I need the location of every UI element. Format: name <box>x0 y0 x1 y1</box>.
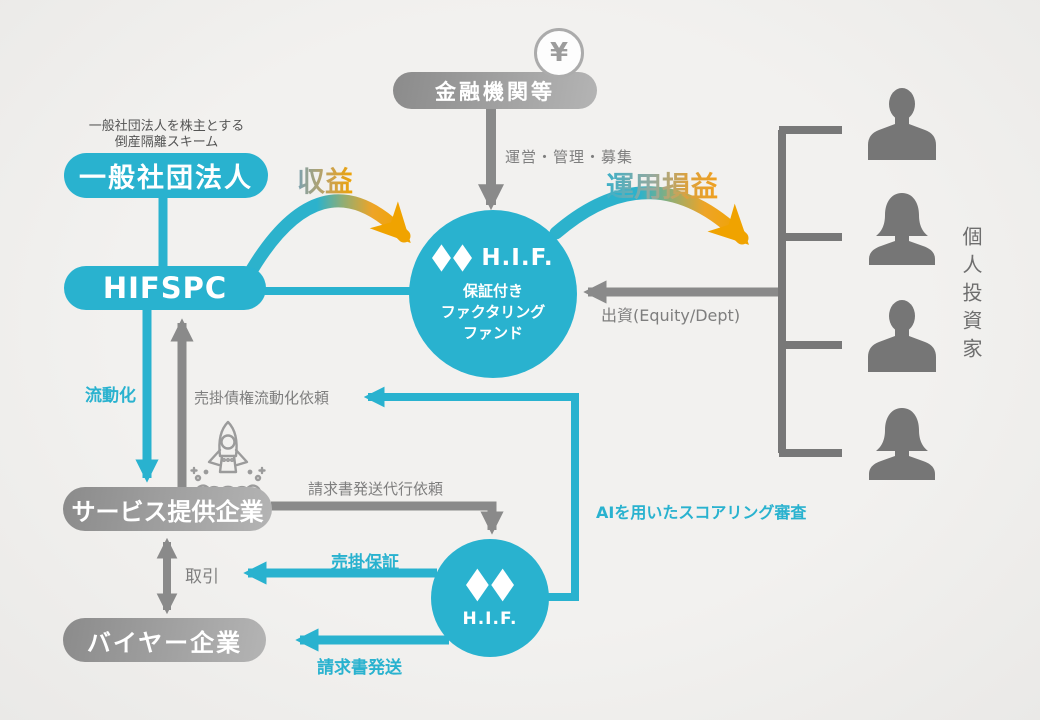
fund-description: 保証付き ファクタリング ファンド <box>441 281 545 344</box>
investor-male-icon <box>864 300 940 372</box>
label-management: 運営・管理・募集 <box>505 148 634 166</box>
node-financial-institutions-label: 金融機関等 <box>435 79 555 104</box>
node-hifspc: HIFSPC <box>64 266 266 310</box>
hif-logo-icon <box>432 244 473 272</box>
fund-line1: 保証付き <box>462 282 523 300</box>
investor-female-icon <box>864 193 940 265</box>
yen-symbol: ¥ <box>549 38 569 68</box>
arc-investment-gain-loss <box>549 186 749 245</box>
node-general-association: 一般社団法人 <box>64 153 268 198</box>
investor-male-icon <box>864 88 940 160</box>
node-buyer-company-label: バイヤー企業 <box>86 628 243 657</box>
label-ai-scoring: AIを用いたスコアリング審査 <box>596 503 807 522</box>
node-fund-circle: H.I.F. 保証付き ファクタリング ファンド <box>409 210 577 378</box>
node-hifspc-label: HIFSPC <box>102 271 228 305</box>
scheme-note: 一般社団法人を株主とする 倒産隔離スキーム <box>44 119 289 151</box>
yen-coin-icon: ¥ <box>534 28 584 78</box>
label-transaction: 取引 <box>185 567 219 587</box>
arrow-ai-scoring <box>363 386 579 601</box>
hif-small-brand: H.I.F. <box>462 608 518 629</box>
rocket-icon <box>188 416 268 502</box>
node-hif-small-circle: H.I.F. <box>431 539 549 657</box>
scheme-note-line1: 一般社団法人を株主とする <box>88 119 245 134</box>
node-general-association-label: 一般社団法人 <box>79 163 253 194</box>
node-buyer-company: バイヤー企業 <box>63 618 266 662</box>
label-invoice-dispatch: 請求書発送 <box>317 658 402 678</box>
investor-female-icon <box>864 408 940 480</box>
fund-line3: ファンド <box>462 324 523 342</box>
node-service-company: サービス提供企業 <box>63 487 272 531</box>
fund-brand: H.I.F. <box>481 245 554 271</box>
node-financial-institutions: 金融機関等 <box>393 72 597 109</box>
label-equity-investment: 出資(Equity/Dept) <box>601 306 741 325</box>
label-receivables-request: 売掛債権流動化依頼 <box>194 389 330 407</box>
node-service-company-label: サービス提供企業 <box>71 497 264 526</box>
hif-logo-icon <box>466 568 514 601</box>
fund-line2: ファクタリング <box>440 303 546 321</box>
label-individual-investors: 個人投資家 <box>959 226 983 366</box>
label-revenue: 収益 <box>297 160 353 200</box>
arc-revenue <box>239 194 411 287</box>
label-investment-gain-loss: 運用損益 <box>606 165 718 205</box>
scheme-note-line2: 倒産隔離スキーム <box>114 135 219 150</box>
label-invoice-agency-request: 請求書発送代行依頼 <box>308 480 444 498</box>
label-receivables-guarantee: 売掛保証 <box>331 553 399 573</box>
label-securitization: 流動化 <box>85 386 136 406</box>
arrow-invoice-agency-request <box>271 501 504 535</box>
